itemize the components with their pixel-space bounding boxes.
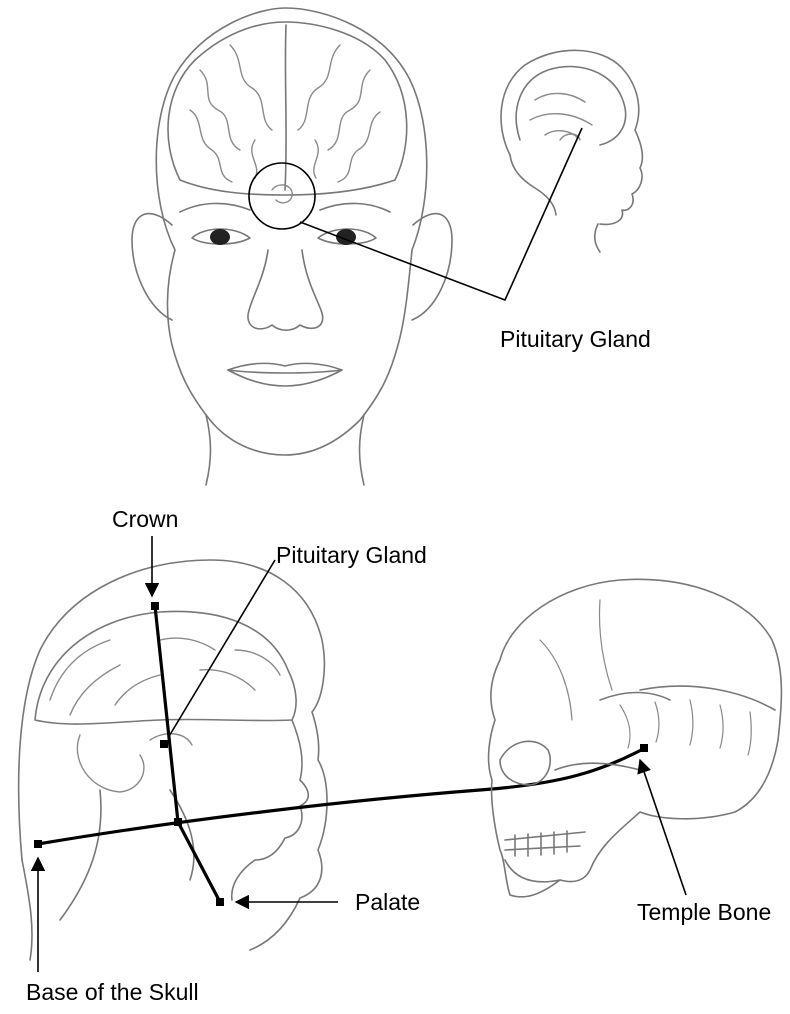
front-left-eyebrow xyxy=(180,203,250,212)
front-right-eyebrow xyxy=(320,203,390,212)
front-mouth xyxy=(228,363,342,386)
skull-axis xyxy=(38,748,645,844)
front-left-eye xyxy=(192,229,250,245)
crown-label: Crown xyxy=(112,506,178,532)
temple-bone-arrow xyxy=(640,760,686,895)
front-head-outline xyxy=(156,8,427,455)
front-neck xyxy=(206,415,211,485)
palate-point xyxy=(216,898,224,906)
pituitary-point xyxy=(160,740,168,748)
temple-bone-label: Temple Bone xyxy=(637,899,771,925)
pituitary-gland-label-bottom: Pituitary Gland xyxy=(276,542,427,568)
base-of-skull-label: Base of the Skull xyxy=(26,979,199,1005)
front-nose xyxy=(248,250,323,330)
front-face-illustration xyxy=(132,8,452,485)
side-head-outline xyxy=(19,560,327,950)
pituitary-leader-bottom xyxy=(168,560,275,738)
front-brain-midline xyxy=(285,25,286,190)
pituitary-circle xyxy=(249,163,315,229)
palate-axis xyxy=(178,822,220,902)
skull-illustration xyxy=(489,579,782,897)
pituitary-gland-label-top: Pituitary Gland xyxy=(500,326,651,352)
base-point xyxy=(34,840,42,848)
skull-teeth xyxy=(505,831,585,856)
palate-label: Palate xyxy=(355,889,420,915)
temple-point xyxy=(640,744,648,752)
crown-point xyxy=(151,602,159,610)
front-brain-outline xyxy=(168,22,407,195)
front-neck xyxy=(360,415,365,485)
